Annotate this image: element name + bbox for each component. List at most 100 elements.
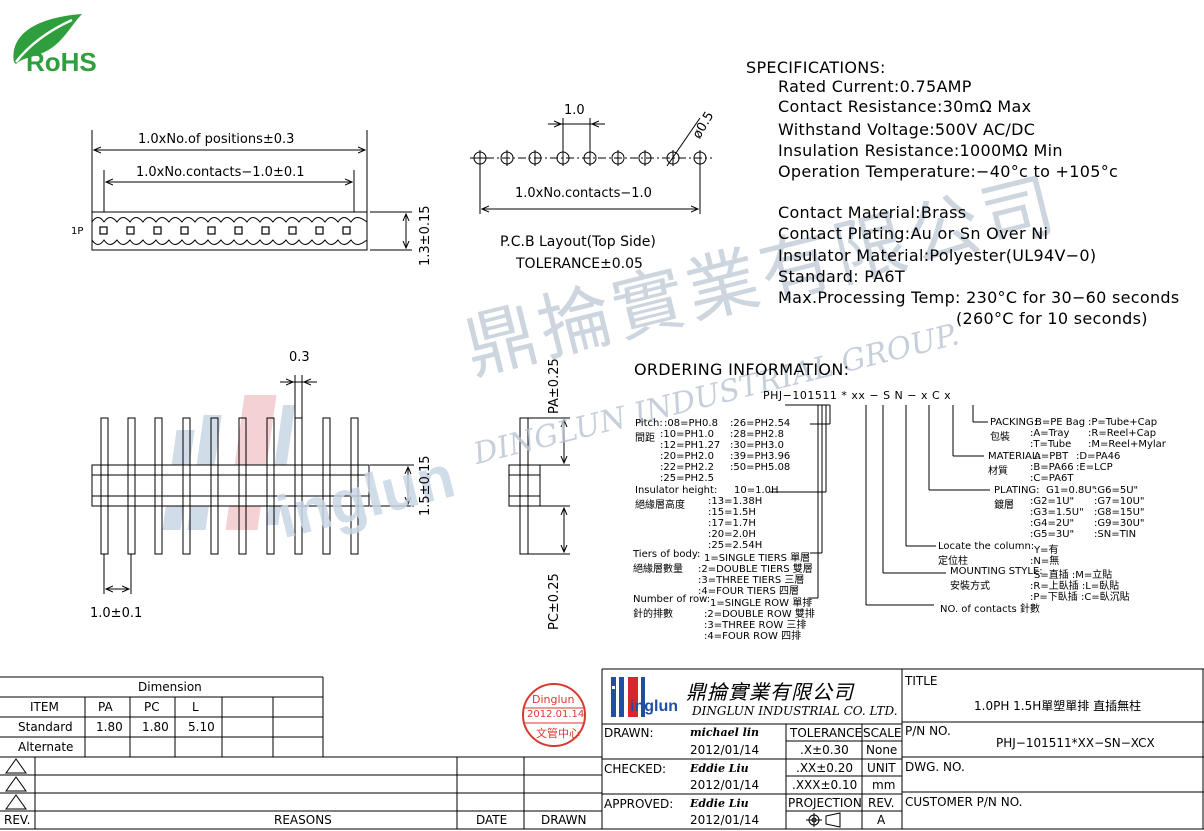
dimension-cell: 5.10 [188,720,215,734]
mounting-option: S=直插 :M=立貼 [1034,570,1113,581]
insulator-option: :25=2.54H [708,540,763,551]
stamp-date: 2012.01.14 [527,709,585,720]
approved-label: APPROVED: [604,797,674,811]
mounting-label-cn: 安裝方式 [950,581,990,592]
stamp-bottom-text: 文管中心 [536,727,580,740]
pitch-option: :50=PH5.08 [730,462,791,473]
revision-header: REV. [4,813,31,827]
material-option: :C=PA6T [1030,473,1074,484]
dimension-table-grid [0,676,324,757]
company-logo-icon [611,677,645,717]
drawn-date: 2012/01/14 [690,743,760,757]
plating-option: :G6=5U" [1094,485,1139,496]
side-view-drawing [508,417,570,555]
drawn-label: DRAWN: [604,726,654,740]
dim-top-height: 1.3±0.15 [418,205,433,266]
rev-value: A [877,813,886,827]
insulator-label: Insulator height: [635,485,718,496]
pcb-pitch: 1.0 [564,103,585,118]
tolerance-3: .XXX±0.10 [792,778,858,792]
ordering-leader-lines [770,404,990,606]
dimension-cell: 1.80 [142,720,169,734]
pcb-tolerance: TOLERANCE±0.05 [516,256,643,272]
company-logo-text: inglun [630,698,678,715]
spec-line: Rated Current:0.75AMP [778,77,972,96]
spec-line: Contact Resistance:30mΩ Max [778,97,1032,116]
tiers-label: Tiers of body: [633,549,701,560]
spec-line: Withstand Voltage:500V AC/DC [778,120,1036,139]
locate-label: Locate the column: [938,541,1035,552]
material-option: :B=PA66 [1030,462,1074,473]
tiers-option: :3=THREE TIERS 三層 [698,575,805,586]
unit-value: mm [872,778,896,792]
locate-option: Y=有 [1034,545,1059,556]
unit-label: UNIT [867,761,896,775]
mounting-option: :P=下臥插 :C=臥沉貼 [1030,592,1130,603]
pitch-option: :08=PH0.8 [664,418,718,429]
material-option: A=PBT [1034,451,1069,462]
company-name-en: DINGLUN INDUSTRIAL CO. LTD. [692,704,898,718]
insulator-option: :17=1.7H [708,518,756,529]
contacts-label: NO. of contacts 針數 [940,604,1040,615]
plating-option: :G7=10U" [1094,496,1145,507]
title-label: TITLE [905,674,938,688]
rows-option: 1=SINGLE ROW 單排 [710,598,813,609]
plating-option: :G8=15U" [1094,507,1145,518]
pcb-title: P.C.B Layout(Top Side) [500,234,656,250]
approved-date: 2012/01/14 [690,813,760,827]
tolerance-2: .XX±0.20 [796,761,854,775]
plating-option: :G9=30U" [1094,518,1145,529]
rev-label: REV. [868,796,895,810]
spec-line: Insulation Resistance:1000MΩ Min [778,141,1063,160]
checked-label: CHECKED: [604,762,667,776]
packing-option: :T=Tube [1030,439,1072,450]
pitch-option: :39=PH3.96 [730,451,791,462]
projection-label: PROJECTION [788,796,862,810]
material-option: :E=LCP [1076,462,1113,473]
scale-value: None [866,743,898,757]
packing-label: PACKING: [990,417,1038,428]
tiers-option: :4=FOUR TIERS 四層 [698,586,800,597]
revision-header: DATE [476,813,508,827]
plating-option: G1=0.8U" [1046,485,1097,496]
revision-header: DRAWN [541,813,587,827]
packing-option: :P=Tube+Cap [1088,417,1158,428]
ordering-title: ORDERING INFORMATION: [634,360,850,379]
rows-label-cn: 針的排數 [633,609,673,620]
dimension-header: PC [144,700,160,714]
rows-option: :4=FOUR ROW 四排 [704,631,802,642]
pin1-label: 1P [71,226,84,237]
dimension-header: ITEM [30,700,59,714]
packing-option: B=PE Bag [1035,417,1086,428]
plating-option: :G5=3U" [1030,529,1075,540]
insulator-option: :15=1.5H [708,507,756,518]
insulator-option: 10=1.0H [734,485,779,496]
dim-pa: PA±0.25 [547,358,562,414]
pitch-label-cn: 間距 [635,433,655,444]
dimension-cell: Alternate [18,740,74,754]
dimension-cell: 1.80 [96,720,123,734]
title-block-grid [601,668,1204,829]
front-view-drawing [91,375,414,594]
plating-option: :G4=2U" [1030,518,1075,529]
tiers-label-cn: 絕緣層數量 [633,564,683,575]
part-number: PHJ−101511*XX−SN−XCX [996,736,1155,750]
spec-line: (260°C for 10 seconds) [956,309,1148,328]
spec-line: Max.Processing Temp: 230°C for 30−60 sec… [778,288,1180,307]
tolerance-1: .X±0.30 [800,743,849,757]
pitch-label: Pitch: [635,418,663,429]
rows-option: :3=THREE ROW 三排 [704,620,807,631]
tiers-option: :2=DOUBLE TIERS 雙層 [698,564,813,575]
checked-by: Eddie Liu [690,762,749,775]
insulator-option: :20=2.0H [708,529,756,540]
pitch-option: :22=PH2.2 [660,462,714,473]
tiers-option: 1=SINGLE TIERS 單層 [704,553,811,564]
dim-contacts: 1.0xNo.contacts−1.0±0.1 [136,165,305,180]
dim-pin-width: 0.3 [289,350,310,365]
rohs-leaf-icon [13,14,83,64]
packing-option: :R=Reel+Cap [1088,428,1157,439]
drawing-title: 1.0PH 1.5H單塑單排 直插無柱 [974,699,1142,713]
rows-label: Number of row: [633,594,711,605]
dim-insulator-height: 1.5±0.15 [418,455,433,516]
